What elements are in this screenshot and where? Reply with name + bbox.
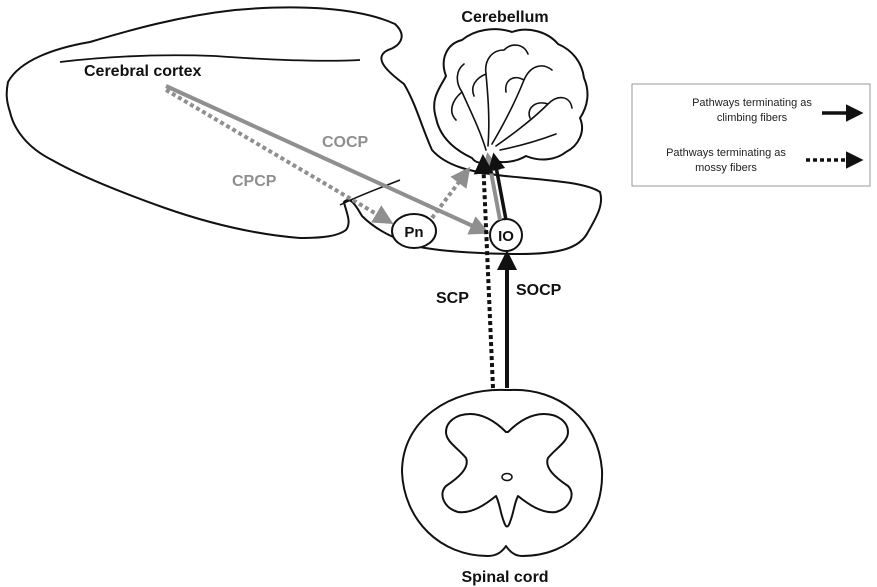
spinal-cord-section <box>402 390 602 556</box>
cpcp-label: CPCP <box>232 173 277 190</box>
socp-label: SOCP <box>516 282 562 299</box>
legend-mossy-line2: mossy fibers <box>695 162 757 174</box>
spinal-cord-label: Spinal cord <box>461 569 548 586</box>
inferior-olive-label: IO <box>498 228 514 245</box>
cerebellum-shape <box>434 29 587 163</box>
cerebral-cortex-label: Cerebral cortex <box>84 63 201 80</box>
legend: Pathways terminating as climbing fibers … <box>632 84 870 186</box>
pontine-nuclei-label: Pn <box>404 224 423 241</box>
scp-label: SCP <box>436 290 469 307</box>
cocp-label: COCP <box>322 134 369 151</box>
legend-climbing-line2: climbing fibers <box>717 112 788 124</box>
legend-climbing-line1: Pathways terminating as <box>692 97 812 109</box>
legend-mossy-line1: Pathways terminating as <box>666 147 786 159</box>
cerebellum-label: Cerebellum <box>461 9 548 26</box>
